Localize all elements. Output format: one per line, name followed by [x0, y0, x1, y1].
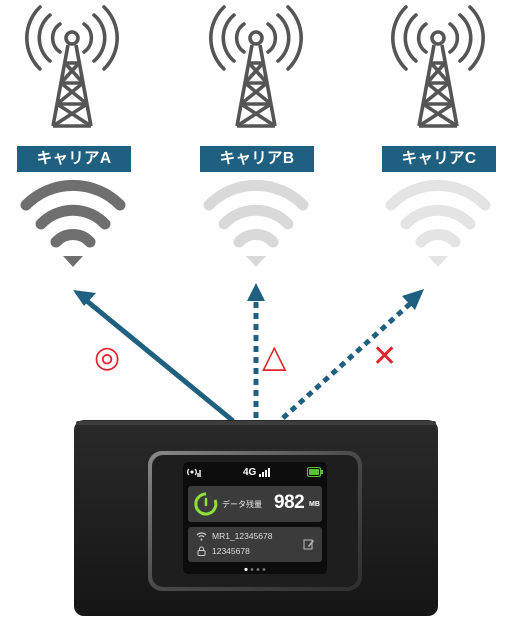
page-dots	[244, 567, 266, 572]
rating-b: △	[262, 338, 287, 374]
wifi-ssid: MR1_12345678	[212, 531, 273, 541]
hotspot-icon	[187, 468, 201, 477]
data-remaining-value: 982	[274, 492, 305, 513]
edit-icon[interactable]	[303, 538, 315, 550]
data-remaining-unit: MB	[309, 501, 320, 508]
arrowhead-c	[402, 289, 424, 310]
rating-c: ✕	[372, 340, 398, 373]
lock-icon	[197, 546, 206, 556]
arrowhead-b	[247, 283, 265, 301]
carrier-label-c: キャリアC	[382, 146, 496, 172]
carrier-label-b: キャリアB	[200, 146, 314, 172]
signal-bars-icon	[259, 468, 270, 477]
arrow-to-carrier-c	[281, 300, 414, 420]
wifi-password: 12345678	[212, 546, 250, 556]
device-screen: 4G データ残量 982 MB MR1_123456	[183, 462, 327, 574]
rating-a: ◎	[94, 341, 121, 374]
carrier-label-a: キャリアA	[17, 146, 131, 172]
wifi-info-card: MR1_12345678 12345678	[188, 527, 322, 562]
battery-icon	[307, 467, 323, 477]
data-usage-card: データ残量 982 MB	[188, 486, 322, 522]
arrow-to-carrier-a	[79, 294, 235, 423]
data-gauge-icon	[194, 492, 218, 516]
arrowhead-a	[73, 290, 96, 306]
network-type: 4G	[243, 467, 257, 478]
wifi-small-icon	[196, 532, 207, 541]
data-remaining-label: データ残量	[222, 500, 262, 509]
